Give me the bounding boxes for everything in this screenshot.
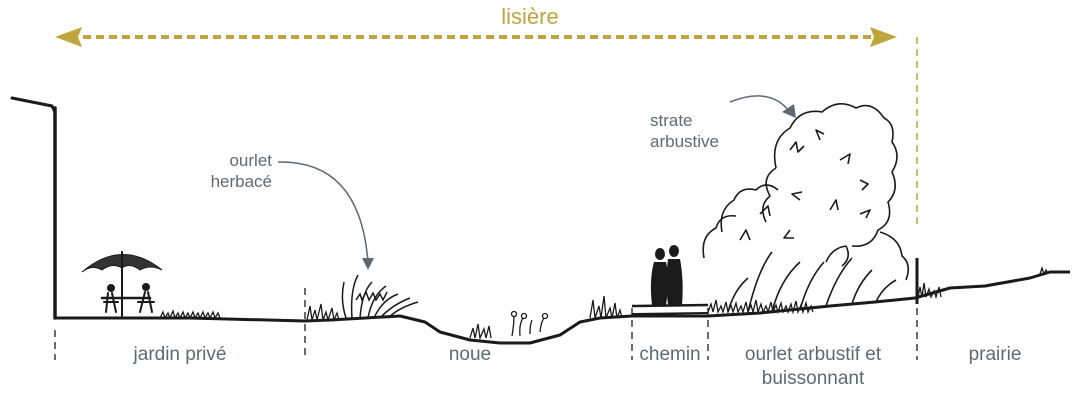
herbaceous-clump xyxy=(341,274,419,319)
parasol-table-icon xyxy=(81,251,163,317)
zone-label-noue: noue xyxy=(448,344,492,365)
ourlet-herbace-annotation: ourlet herbacé xyxy=(210,151,272,191)
strate-arbustive-leader xyxy=(729,95,791,113)
ground-profile xyxy=(55,270,1070,345)
zone-label-jardin: jardin privé xyxy=(133,344,227,365)
lisiere-extent-arrow xyxy=(55,27,918,228)
lisiere-title: lisière xyxy=(501,4,559,29)
ourlet-herbace-leader xyxy=(277,161,369,263)
zone-dividers xyxy=(54,288,918,360)
swale-plants xyxy=(469,310,549,341)
path-slab xyxy=(631,303,709,315)
zone-label-chemin: chemin xyxy=(639,344,701,365)
strate-arbustive-annotation: strate arbustive xyxy=(650,111,719,151)
people-icon xyxy=(650,245,683,305)
house-wall xyxy=(10,96,57,320)
zone-label-prairie: prairie xyxy=(968,344,1022,365)
annotation-arrows xyxy=(277,95,796,270)
grass-tufts xyxy=(159,265,1049,323)
zone-label-ourlet: ourlet arbustif et buissonnant xyxy=(744,344,882,389)
shrub-tree-mass xyxy=(702,103,910,313)
